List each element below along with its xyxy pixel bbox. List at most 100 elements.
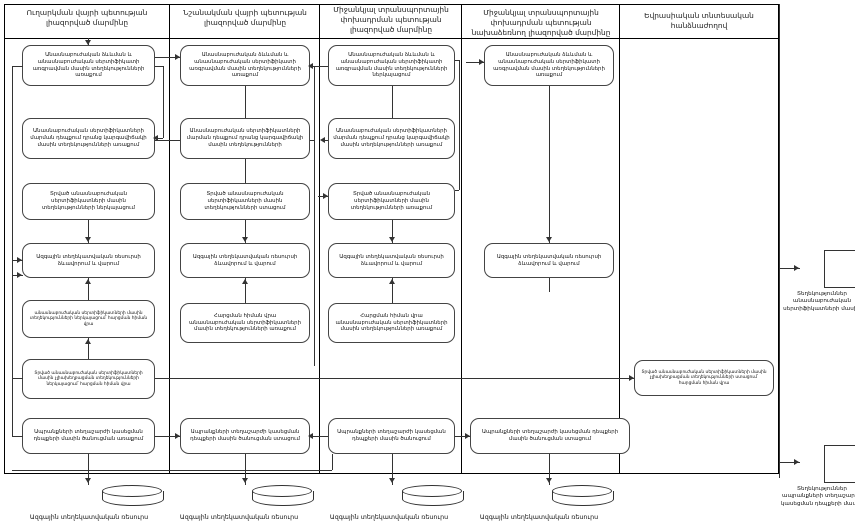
process-node[interactable]: Ապրանքների տեղաշարժի կասեցման դեպքերի մա… bbox=[180, 418, 310, 454]
document-label: Տեղեկություններ ապրանքների տեղաշարժի կաս… bbox=[780, 486, 855, 507]
process-node[interactable]: Անասնաբուժական ձևևման և անասնաբուժական ս… bbox=[22, 45, 155, 86]
connector bbox=[322, 140, 328, 141]
arrowhead bbox=[242, 279, 248, 284]
connector bbox=[779, 4, 780, 478]
process-node[interactable]: Ապրանքների տեղաշարժի կասեցման դեպքերի մա… bbox=[22, 418, 155, 454]
connector bbox=[549, 454, 550, 485]
connector bbox=[459, 60, 460, 190]
lane-divider-1 bbox=[169, 4, 170, 474]
connector bbox=[314, 66, 315, 366]
process-node[interactable]: Ապրանքների տեղաշարժի կասեցման դեպքերի մա… bbox=[328, 418, 455, 454]
datastore-cylinder[interactable]: Ազգային տեղեկատվական ռեսուրս bbox=[30, 485, 208, 522]
lane-divider-3 bbox=[461, 4, 462, 474]
cylinder-shape bbox=[252, 485, 314, 511]
arrowhead bbox=[17, 257, 22, 263]
document-label: Տեղեկություններ անասնաբուժական սերտիֆիկա… bbox=[783, 291, 855, 312]
header-divider bbox=[4, 38, 779, 39]
connector bbox=[392, 454, 393, 485]
cylinder-shape bbox=[102, 485, 164, 511]
arrowhead bbox=[17, 272, 22, 278]
connector bbox=[466, 62, 484, 63]
process-node[interactable]: Անասնաբուժական սերտիֆիկատների մարման դեպ… bbox=[22, 118, 155, 159]
process-node[interactable]: Ապրանքների տեղաշարժի կասեցման դեպքերի մա… bbox=[470, 418, 630, 454]
arrowhead bbox=[175, 433, 180, 439]
arrowhead bbox=[320, 137, 325, 143]
connector bbox=[310, 436, 328, 437]
arrowhead bbox=[389, 279, 395, 284]
arrowhead bbox=[242, 237, 248, 242]
connector bbox=[455, 436, 470, 437]
connector bbox=[620, 378, 634, 379]
lane-title-5: Եվրասիական տնտեսական հանձնաժողով bbox=[644, 11, 754, 30]
process-node[interactable]: Տրված անասնաբուժական սերտիֆիկատների մասի… bbox=[22, 359, 155, 399]
process-node[interactable]: Ազգային տեղեկատվական ռեսուրսի ձևավորում … bbox=[180, 243, 310, 278]
connector bbox=[155, 378, 620, 379]
lane-divider-2 bbox=[319, 4, 320, 474]
connector bbox=[549, 278, 550, 292]
process-node[interactable]: Անասնաբուժական սերտիֆիկատների մարման դեպ… bbox=[180, 118, 310, 159]
arrowhead bbox=[175, 54, 180, 60]
arrowhead bbox=[308, 63, 313, 69]
datastore-cylinder[interactable]: Ազգային տեղեկատվական ռեսուրս bbox=[480, 485, 658, 522]
datastore-cylinder[interactable]: Ազգային տեղեկատվական ռեսուրս bbox=[180, 485, 358, 522]
arrowhead bbox=[153, 135, 158, 141]
arrowhead bbox=[546, 478, 552, 483]
process-node[interactable]: Ազգային տեղեկատվական ռեսուրսի ձևավորում … bbox=[22, 243, 155, 278]
process-node[interactable]: անասնաբուժական սերտիֆիկատների մասին տեղե… bbox=[22, 300, 155, 338]
connector bbox=[12, 470, 332, 471]
connector bbox=[779, 462, 800, 463]
connector bbox=[88, 220, 89, 243]
arrowhead bbox=[85, 237, 91, 242]
connector bbox=[155, 436, 180, 437]
process-node[interactable]: Ազգային տեղեկատվական ռեսուրսի ձևավորում … bbox=[484, 243, 614, 278]
connector bbox=[155, 57, 180, 58]
connector bbox=[310, 66, 328, 67]
lane-title-2: Նշանակման վայրի պետության լիազորված մարմ… bbox=[183, 8, 307, 27]
connector bbox=[245, 86, 246, 118]
connector bbox=[12, 378, 23, 379]
connector bbox=[155, 138, 163, 139]
process-node[interactable]: Անասնաբուժական սերտիֆիկատների մարման դեպ… bbox=[328, 118, 455, 159]
connector bbox=[392, 86, 393, 118]
arrowhead bbox=[85, 478, 91, 483]
connector bbox=[392, 220, 393, 243]
process-node[interactable]: Տրված անասնաբուժական սերտիֆիկատների մասի… bbox=[634, 360, 774, 396]
process-node[interactable]: Անասնաբուժական ձևևման և անասնաբուժական ս… bbox=[484, 45, 614, 86]
arrowhead bbox=[794, 459, 799, 465]
arrowhead bbox=[85, 40, 91, 45]
connector bbox=[245, 278, 246, 303]
connector bbox=[332, 454, 333, 470]
arrowhead bbox=[85, 279, 91, 284]
connector bbox=[88, 454, 89, 485]
document-shape[interactable]: Տեղեկություններ ապրանքների տեղաշարժի կաս… bbox=[781, 445, 855, 508]
lane-title-1: Ուղարկման վայրի պետության լիազորված մարմ… bbox=[26, 8, 148, 27]
document-shape[interactable]: Տեղեկություններ անասնաբուժական սերտիֆիկա… bbox=[783, 250, 855, 313]
connector bbox=[163, 66, 164, 138]
datastore-label: Ազգային տեղեկատվական ռեսուրս bbox=[329, 514, 449, 521]
connector bbox=[245, 454, 246, 485]
connector bbox=[310, 140, 314, 141]
arrowhead bbox=[546, 237, 552, 242]
document-icon bbox=[824, 445, 855, 483]
process-node[interactable]: Անասնաբուժական ձևևման և անասնաբուժական ս… bbox=[180, 45, 310, 86]
process-node[interactable]: Անասնաբուժական ձևևման և անասնաբուժական ս… bbox=[328, 45, 455, 86]
lane-title-3: Միջանկյալ տրանսպորտային փոխադրման պետութ… bbox=[333, 5, 449, 34]
process-node[interactable]: Տրված անասնաբուժական սերտիֆիկատների մասի… bbox=[328, 183, 455, 220]
process-node[interactable]: Հարցման հիման վրա անասնաբուժական սերտիֆի… bbox=[328, 303, 455, 343]
process-node[interactable]: Հարցման հիման վրա անասնաբուժական սերտիֆի… bbox=[180, 303, 310, 343]
arrowhead bbox=[242, 478, 248, 483]
connector bbox=[245, 159, 246, 183]
lane-title-4: Միջանկյալ տրանսպորտային փոխադրման պետութ… bbox=[471, 8, 611, 37]
process-node[interactable]: Ազգային տեղեկատվական ռեսուրսի ձևավորում … bbox=[328, 243, 455, 278]
process-node[interactable]: Տրված անասնաբուժական սերտիֆիկատների մասի… bbox=[180, 183, 310, 220]
connector bbox=[155, 66, 163, 67]
arrowhead bbox=[389, 237, 395, 242]
process-node[interactable]: Տրված անասնաբուժական սերտիֆիկատների մասի… bbox=[22, 183, 155, 220]
connector bbox=[155, 140, 180, 141]
cylinder-shape bbox=[402, 485, 464, 511]
connector bbox=[12, 436, 23, 437]
connector bbox=[549, 86, 550, 243]
connector bbox=[245, 220, 246, 243]
datastore-cylinder[interactable]: Ազգային տեղեկատվական ռեսուրս bbox=[330, 485, 508, 522]
